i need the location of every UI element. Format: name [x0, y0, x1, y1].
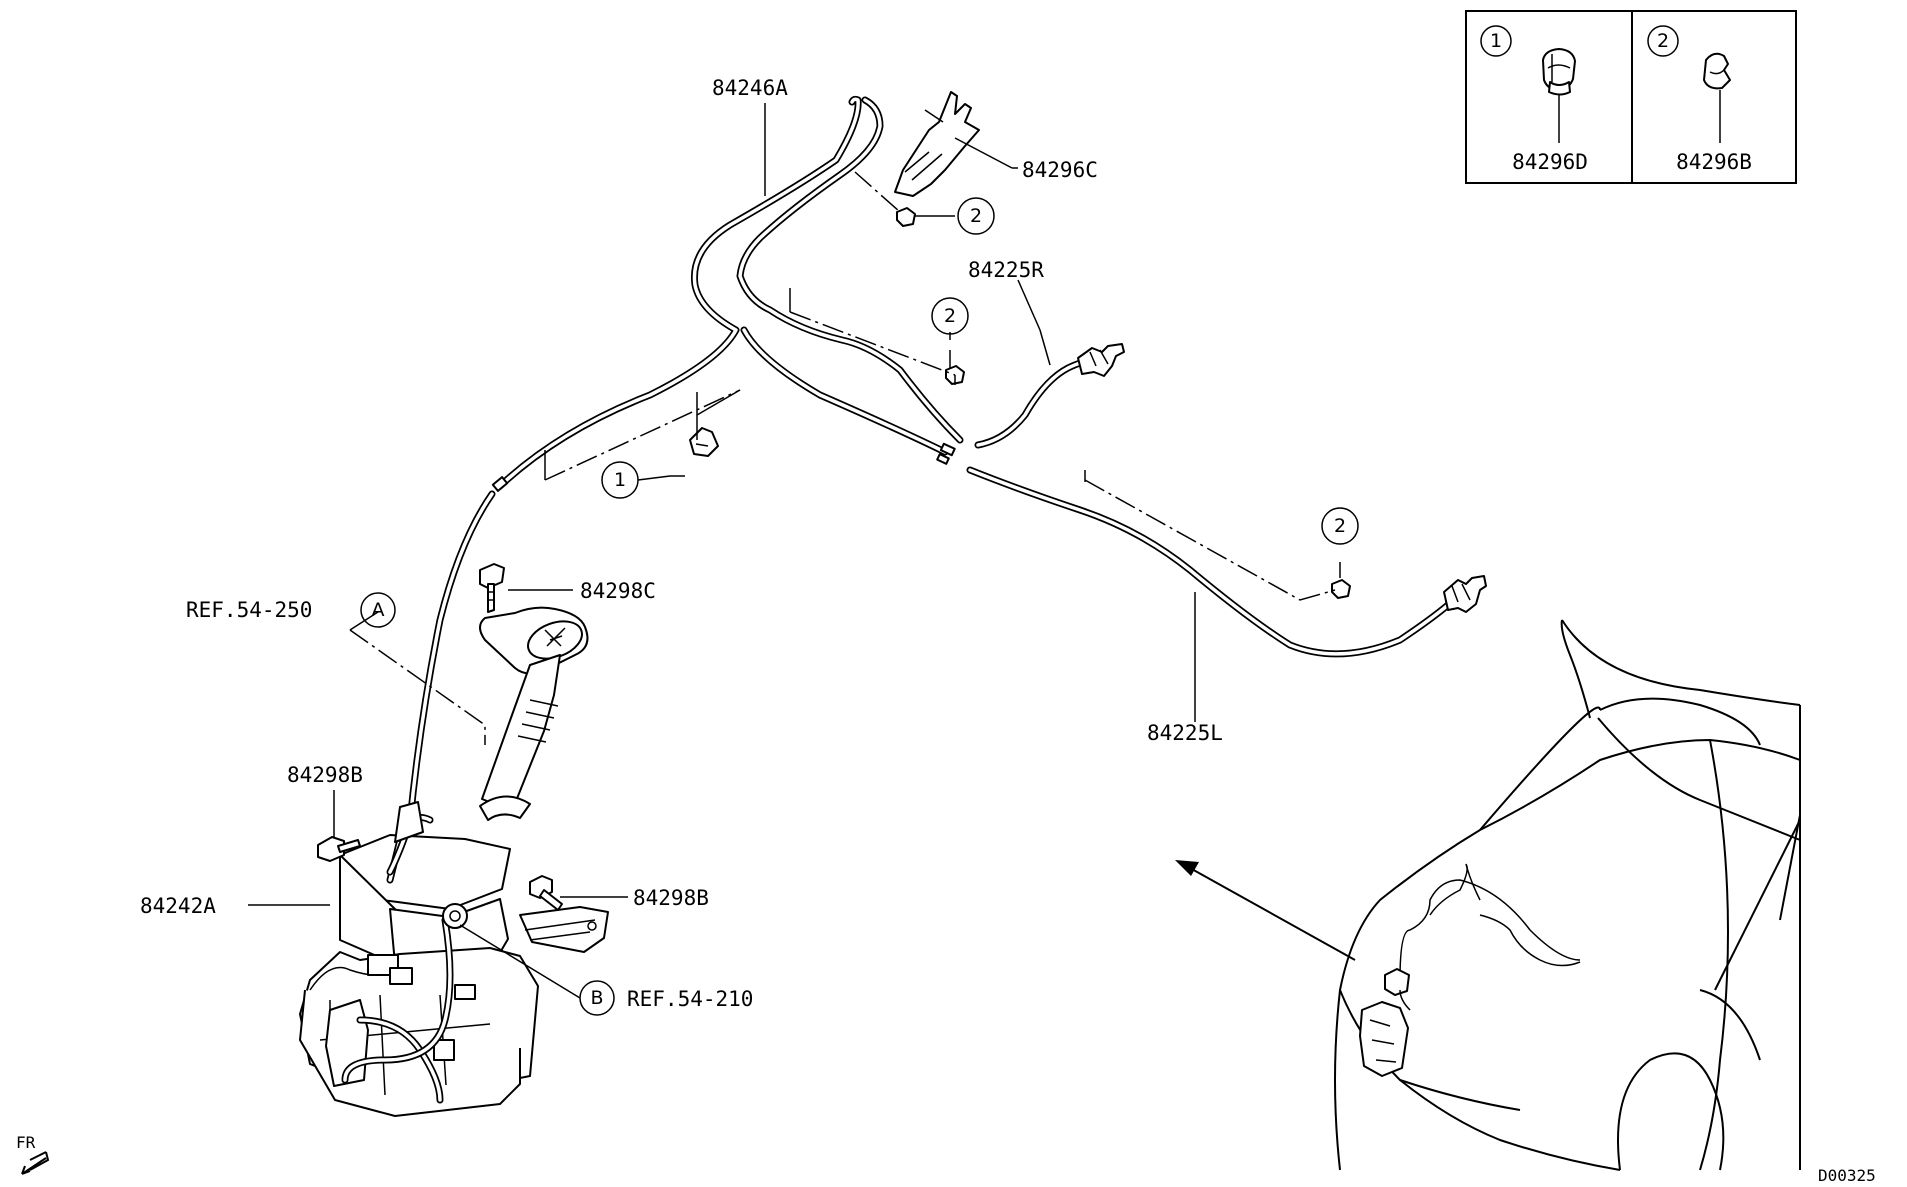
bolt-84298b-left-icon — [317, 836, 361, 862]
washer-tank-84242a — [299, 606, 609, 1117]
callout-clip-2-right: 2 — [944, 305, 956, 327]
callout-clip-2-nozzle: 2 — [970, 205, 982, 227]
location-arrow-shaft — [1189, 867, 1356, 961]
clip-callouts: 2 2 2 1 — [601, 197, 1359, 545]
callout-clip-2-left: 2 — [1334, 515, 1346, 537]
clip-84296d-icon — [1542, 48, 1576, 96]
legend-box: 1 84296D 2 84296B — [1465, 10, 1797, 184]
leaders — [248, 103, 1341, 999]
label-84246a: 84246A — [712, 76, 788, 100]
legend-cell-1-number: 1 — [1490, 30, 1502, 52]
label-84298b-left: 84298B — [287, 763, 363, 787]
clip-2-icon — [896, 207, 916, 227]
part-labels: 84246A 84296C 84225R 84225L 84298C 84298… — [140, 76, 1223, 1016]
ref-54-210: REF.54-210 — [627, 987, 753, 1011]
callout-clip-1: 1 — [614, 469, 626, 491]
washer-nozzle-84296c — [894, 91, 980, 197]
clip-1-icon — [689, 427, 719, 457]
label-84225r: 84225R — [968, 258, 1044, 282]
front-indicator-label: FR — [16, 1133, 36, 1152]
marker-b: B — [590, 987, 603, 1009]
label-84242a: 84242A — [140, 894, 216, 918]
hose-84225r — [974, 343, 1125, 449]
hose-84246a — [406, 95, 964, 826]
label-84298b-right: 84298B — [633, 886, 709, 910]
hose-84225l — [966, 466, 1487, 658]
legend-cell-1-part: 84296D — [1512, 150, 1588, 174]
clip-84296b-icon — [1703, 52, 1731, 90]
bolt-84298b-right-icon — [529, 875, 563, 911]
diagram-code: D00325 — [1818, 1166, 1876, 1185]
bolt-84298c-icon — [479, 563, 505, 613]
label-84298c: 84298C — [580, 579, 656, 603]
label-84296c: 84296C — [1022, 158, 1098, 182]
front-arrow-icon — [21, 1151, 47, 1175]
car-location-view — [1175, 619, 1801, 1171]
front-indicator: FR — [16, 1133, 50, 1175]
clip-markers — [544, 171, 1351, 601]
legend-cell-2-number: 2 — [1657, 30, 1669, 52]
ref-54-250: REF.54-250 — [186, 598, 312, 622]
marker-b-circle — [579, 980, 615, 1016]
legend-cell-1: 1 84296D — [1480, 25, 1588, 174]
marker-a-circle — [360, 592, 396, 628]
clip-2-icon — [1331, 579, 1351, 599]
marker-a: A — [372, 599, 385, 621]
location-arrow-head — [1175, 860, 1199, 876]
label-84225l: 84225L — [1147, 721, 1223, 745]
legend-cell-2: 2 84296B — [1647, 25, 1752, 174]
legend-cell-2-part: 84296B — [1676, 150, 1752, 174]
